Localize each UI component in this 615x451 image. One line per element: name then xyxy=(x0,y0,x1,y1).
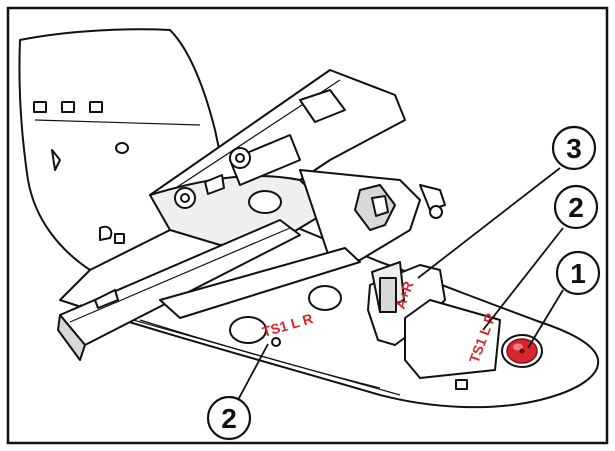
svg-text:1: 1 xyxy=(570,258,586,289)
main-blade xyxy=(149,69,421,261)
callout-2-right: 2 xyxy=(553,184,599,230)
callout-leader-2-left xyxy=(237,343,269,401)
callout-3: 3 xyxy=(551,125,597,171)
right-vane xyxy=(367,184,501,379)
callout-leader-1 xyxy=(527,289,564,349)
svg-text:2: 2 xyxy=(568,192,584,223)
svg-text:2: 2 xyxy=(221,403,237,434)
red-circle-marker-icon xyxy=(501,334,543,368)
callout-2-left: 2 xyxy=(206,395,252,441)
long-arm xyxy=(57,219,361,361)
callout-leader-3 xyxy=(417,167,561,279)
callout-1: 1 xyxy=(555,250,601,296)
diagram-frame xyxy=(6,6,609,445)
svg-text:3: 3 xyxy=(566,133,582,164)
callout-leader-2-right xyxy=(482,227,564,331)
